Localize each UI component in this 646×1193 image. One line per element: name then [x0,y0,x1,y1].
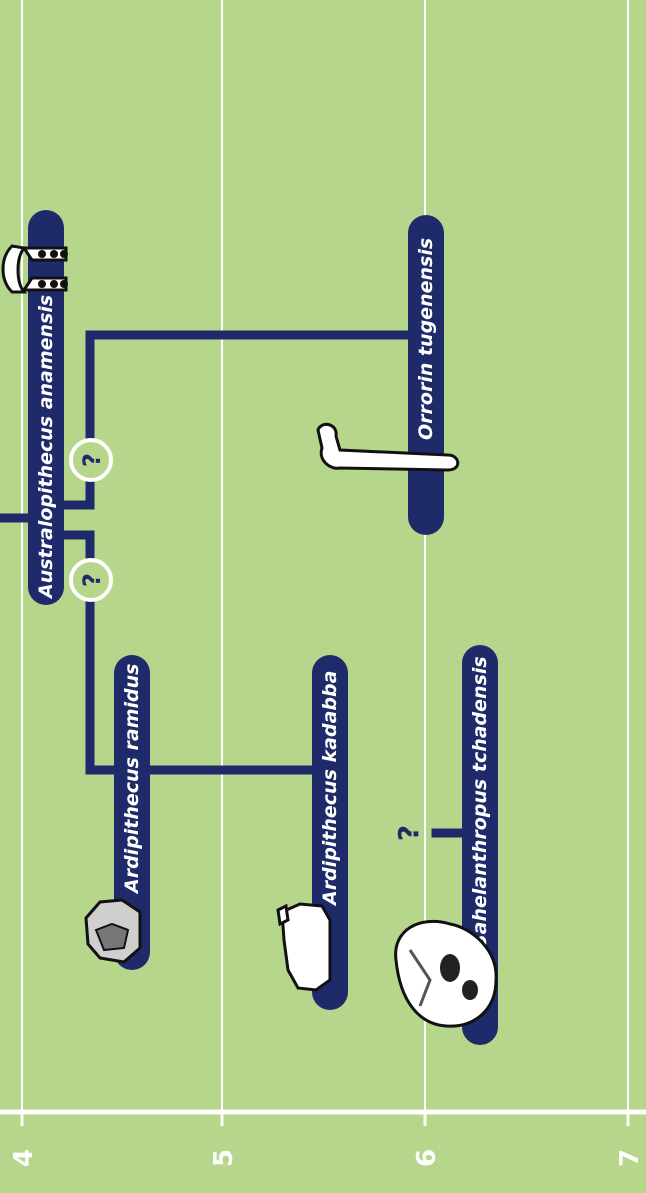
uncertain-link-marker: ? [392,825,425,841]
time-axis: 4 5 6 7 [0,1112,646,1167]
axis-tick-label-6: 6 [412,1149,442,1167]
uncertain-question-mark: ? [392,825,425,841]
taxon-label: Orrorin tugenensis [415,238,437,440]
uncertain-link-marker: ? [71,440,111,480]
axis-tick-label-4: 4 [9,1149,39,1167]
taxon-label: Ardipithecus kadabba [319,671,341,907]
uncertain-question-mark: ? [78,453,106,467]
taxon-label: Australopithecus anamensis [35,295,57,600]
uncertain-link-marker: ? [71,560,111,600]
taxon-label: Ardipithecus ramidus [121,664,143,895]
uncertain-question-mark: ? [78,573,106,587]
axis-tick-label-5: 5 [209,1149,239,1167]
foot-bone-fossil-icon [278,904,330,990]
taxon-australopithecus-anamensis: Australopithecus anamensis [28,210,64,605]
tooth-fossil-icon [86,900,140,962]
axis-tick-label-7: 7 [615,1149,645,1167]
taxon-label: Sahelanthropus tchadensis [469,656,491,948]
taxon-orrorin-tugenensis: Orrorin tugenensis [408,215,444,535]
branch-to-orrorin [62,335,412,505]
